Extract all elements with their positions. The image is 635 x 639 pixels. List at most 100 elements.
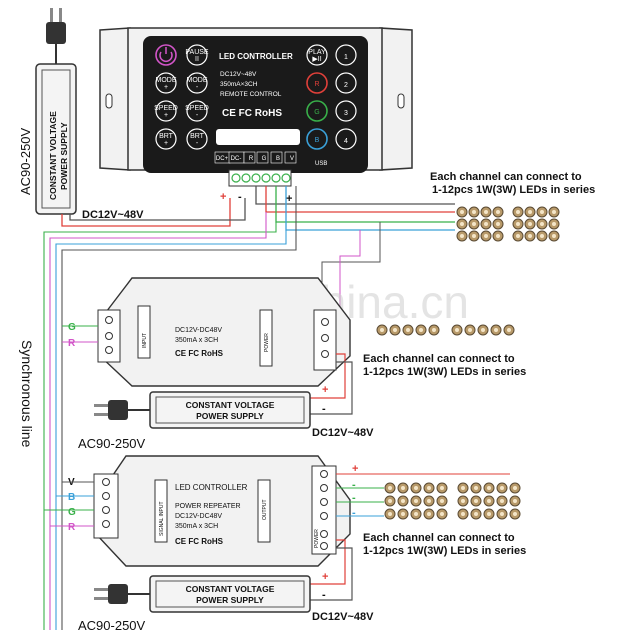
rep2-signal: SIGNAL INPUT <box>159 501 165 536</box>
bot-plus: + <box>322 571 328 583</box>
psu-mid-label2: POWER SUPPLY <box>196 411 264 421</box>
n1-button[interactable]: 1 <box>335 44 357 66</box>
rep2-spec2: 350mA x 3CH <box>175 523 218 530</box>
led-core <box>388 512 392 516</box>
mode-minus-label: MODE <box>187 77 208 84</box>
psu-bot-label1: CONSTANT VOLTAGE <box>186 584 275 594</box>
led-core <box>474 499 478 503</box>
rep1-spec1: DC12V-DC48V <box>175 327 222 334</box>
controller-buttons: PAUSE II MODE + MODE - SPEED + SPEED - B… <box>154 44 357 150</box>
led-core <box>460 210 464 214</box>
terminal-box <box>270 151 283 164</box>
led-core <box>474 512 478 516</box>
led-core <box>388 499 392 503</box>
psu-bot-label2: POWER SUPPLY <box>196 595 264 605</box>
mode-minus-button[interactable]: MODE - <box>186 72 208 94</box>
n2-label: 2 <box>344 82 348 89</box>
plug-top-icon <box>46 8 66 64</box>
controller-spec2: 350mA×3CH <box>220 81 258 88</box>
plug-bottom-icon <box>94 584 150 604</box>
rep1-r-label: R <box>68 338 76 349</box>
n4-label: 4 <box>344 138 348 145</box>
led-core <box>516 210 520 214</box>
psu-top-input: AC90-250V <box>18 127 33 195</box>
svg-text:-: - <box>196 112 199 119</box>
power-button[interactable] <box>155 44 177 66</box>
led-core <box>552 210 556 214</box>
rep2-title: LED CONTROLLER <box>175 483 248 492</box>
led-core <box>496 210 500 214</box>
g-button[interactable]: G <box>306 100 328 122</box>
terminal-box <box>243 151 256 164</box>
r-button[interactable]: R <box>306 72 328 94</box>
brt-plus-button[interactable]: BRT + <box>155 128 177 150</box>
each-channel-top-2: 1-12pcs 1W(3W) LEDs in series <box>432 184 595 196</box>
speed-plus-button[interactable]: SPEED + <box>154 100 178 122</box>
terminal-label: R <box>249 156 254 162</box>
rep2-output: OUTPUT <box>262 499 268 520</box>
led-core <box>461 486 465 490</box>
b-button[interactable]: B <box>306 128 328 150</box>
led-core <box>461 499 465 503</box>
led-core <box>496 222 500 226</box>
mode-plus-label: MODE <box>156 77 177 84</box>
svg-text:+: + <box>164 140 168 147</box>
led-core <box>494 328 498 332</box>
play-button[interactable]: PLAY ▶II <box>306 44 328 66</box>
each-channel-mid-2: 1-12pcs 1W(3W) LEDs in series <box>363 366 526 378</box>
psu-top-label2: POWER SUPPLY <box>59 122 69 190</box>
mid-minus: - <box>322 403 326 415</box>
led-core <box>540 210 544 214</box>
n2-button[interactable]: 2 <box>335 72 357 94</box>
led-core <box>484 210 488 214</box>
led-core <box>406 328 410 332</box>
svg-text:▶II: ▶II <box>312 56 321 63</box>
svg-text:+: + <box>164 112 168 119</box>
led-core <box>507 328 511 332</box>
svg-text:-: - <box>196 84 199 91</box>
speed-minus-button[interactable]: SPEED - <box>185 100 209 122</box>
top-power-supply: CONSTANT VOLTAGE POWER SUPPLY AC90-250V <box>18 63 77 215</box>
led-core <box>496 234 500 238</box>
led-core <box>460 222 464 226</box>
rep2-spec1: DC12V-DC48V <box>175 513 222 520</box>
n4-button[interactable]: 4 <box>335 128 357 150</box>
brt-minus-button[interactable]: BRT - <box>186 128 208 150</box>
n3-button[interactable]: 3 <box>335 100 357 122</box>
terminal-label: DC+ <box>216 156 229 162</box>
rep1-spec2: 350mA x 3CH <box>175 337 218 344</box>
pause-button[interactable]: PAUSE II <box>185 44 209 66</box>
led-core <box>487 486 491 490</box>
rep2-g-label: G <box>68 507 76 518</box>
rep1-power: POWER <box>264 333 270 352</box>
repeater-2: SIGNAL INPUT OUTPUT POWER LED CONTROLLER… <box>93 455 351 567</box>
rep2-power: POWER <box>314 529 320 548</box>
led-core <box>427 512 431 516</box>
led-core <box>513 499 517 503</box>
dc-mid: DC12V~48V <box>312 427 374 439</box>
led-core <box>528 234 532 238</box>
rep2-out-plus: + <box>352 463 358 475</box>
led-core <box>528 222 532 226</box>
mode-plus-button[interactable]: MODE + <box>155 72 177 94</box>
led-core <box>500 512 504 516</box>
sync-label: Synchronous line <box>19 340 35 448</box>
svg-text:-: - <box>196 140 199 147</box>
mid-power-supply: CONSTANT VOLTAGE POWER SUPPLY <box>149 391 311 429</box>
brt-minus-label: BRT <box>190 133 205 140</box>
led-core <box>472 210 476 214</box>
usb-label: USB <box>315 161 327 167</box>
led-core <box>484 222 488 226</box>
ac-bot: AC90-250V <box>78 618 146 633</box>
play-label: PLAY <box>308 49 326 56</box>
terminal-box <box>284 151 297 164</box>
g-label: G <box>314 109 319 116</box>
rep1-input: INPUT <box>142 333 148 348</box>
led-core <box>461 512 465 516</box>
rep2-out-minus2: - <box>352 492 356 504</box>
terminal-label: B <box>276 156 280 162</box>
each-channel-top-1: Each channel can connect to <box>430 171 582 183</box>
rep2-out-minus3: - <box>352 507 356 519</box>
rep1-g-label: G <box>68 322 76 333</box>
